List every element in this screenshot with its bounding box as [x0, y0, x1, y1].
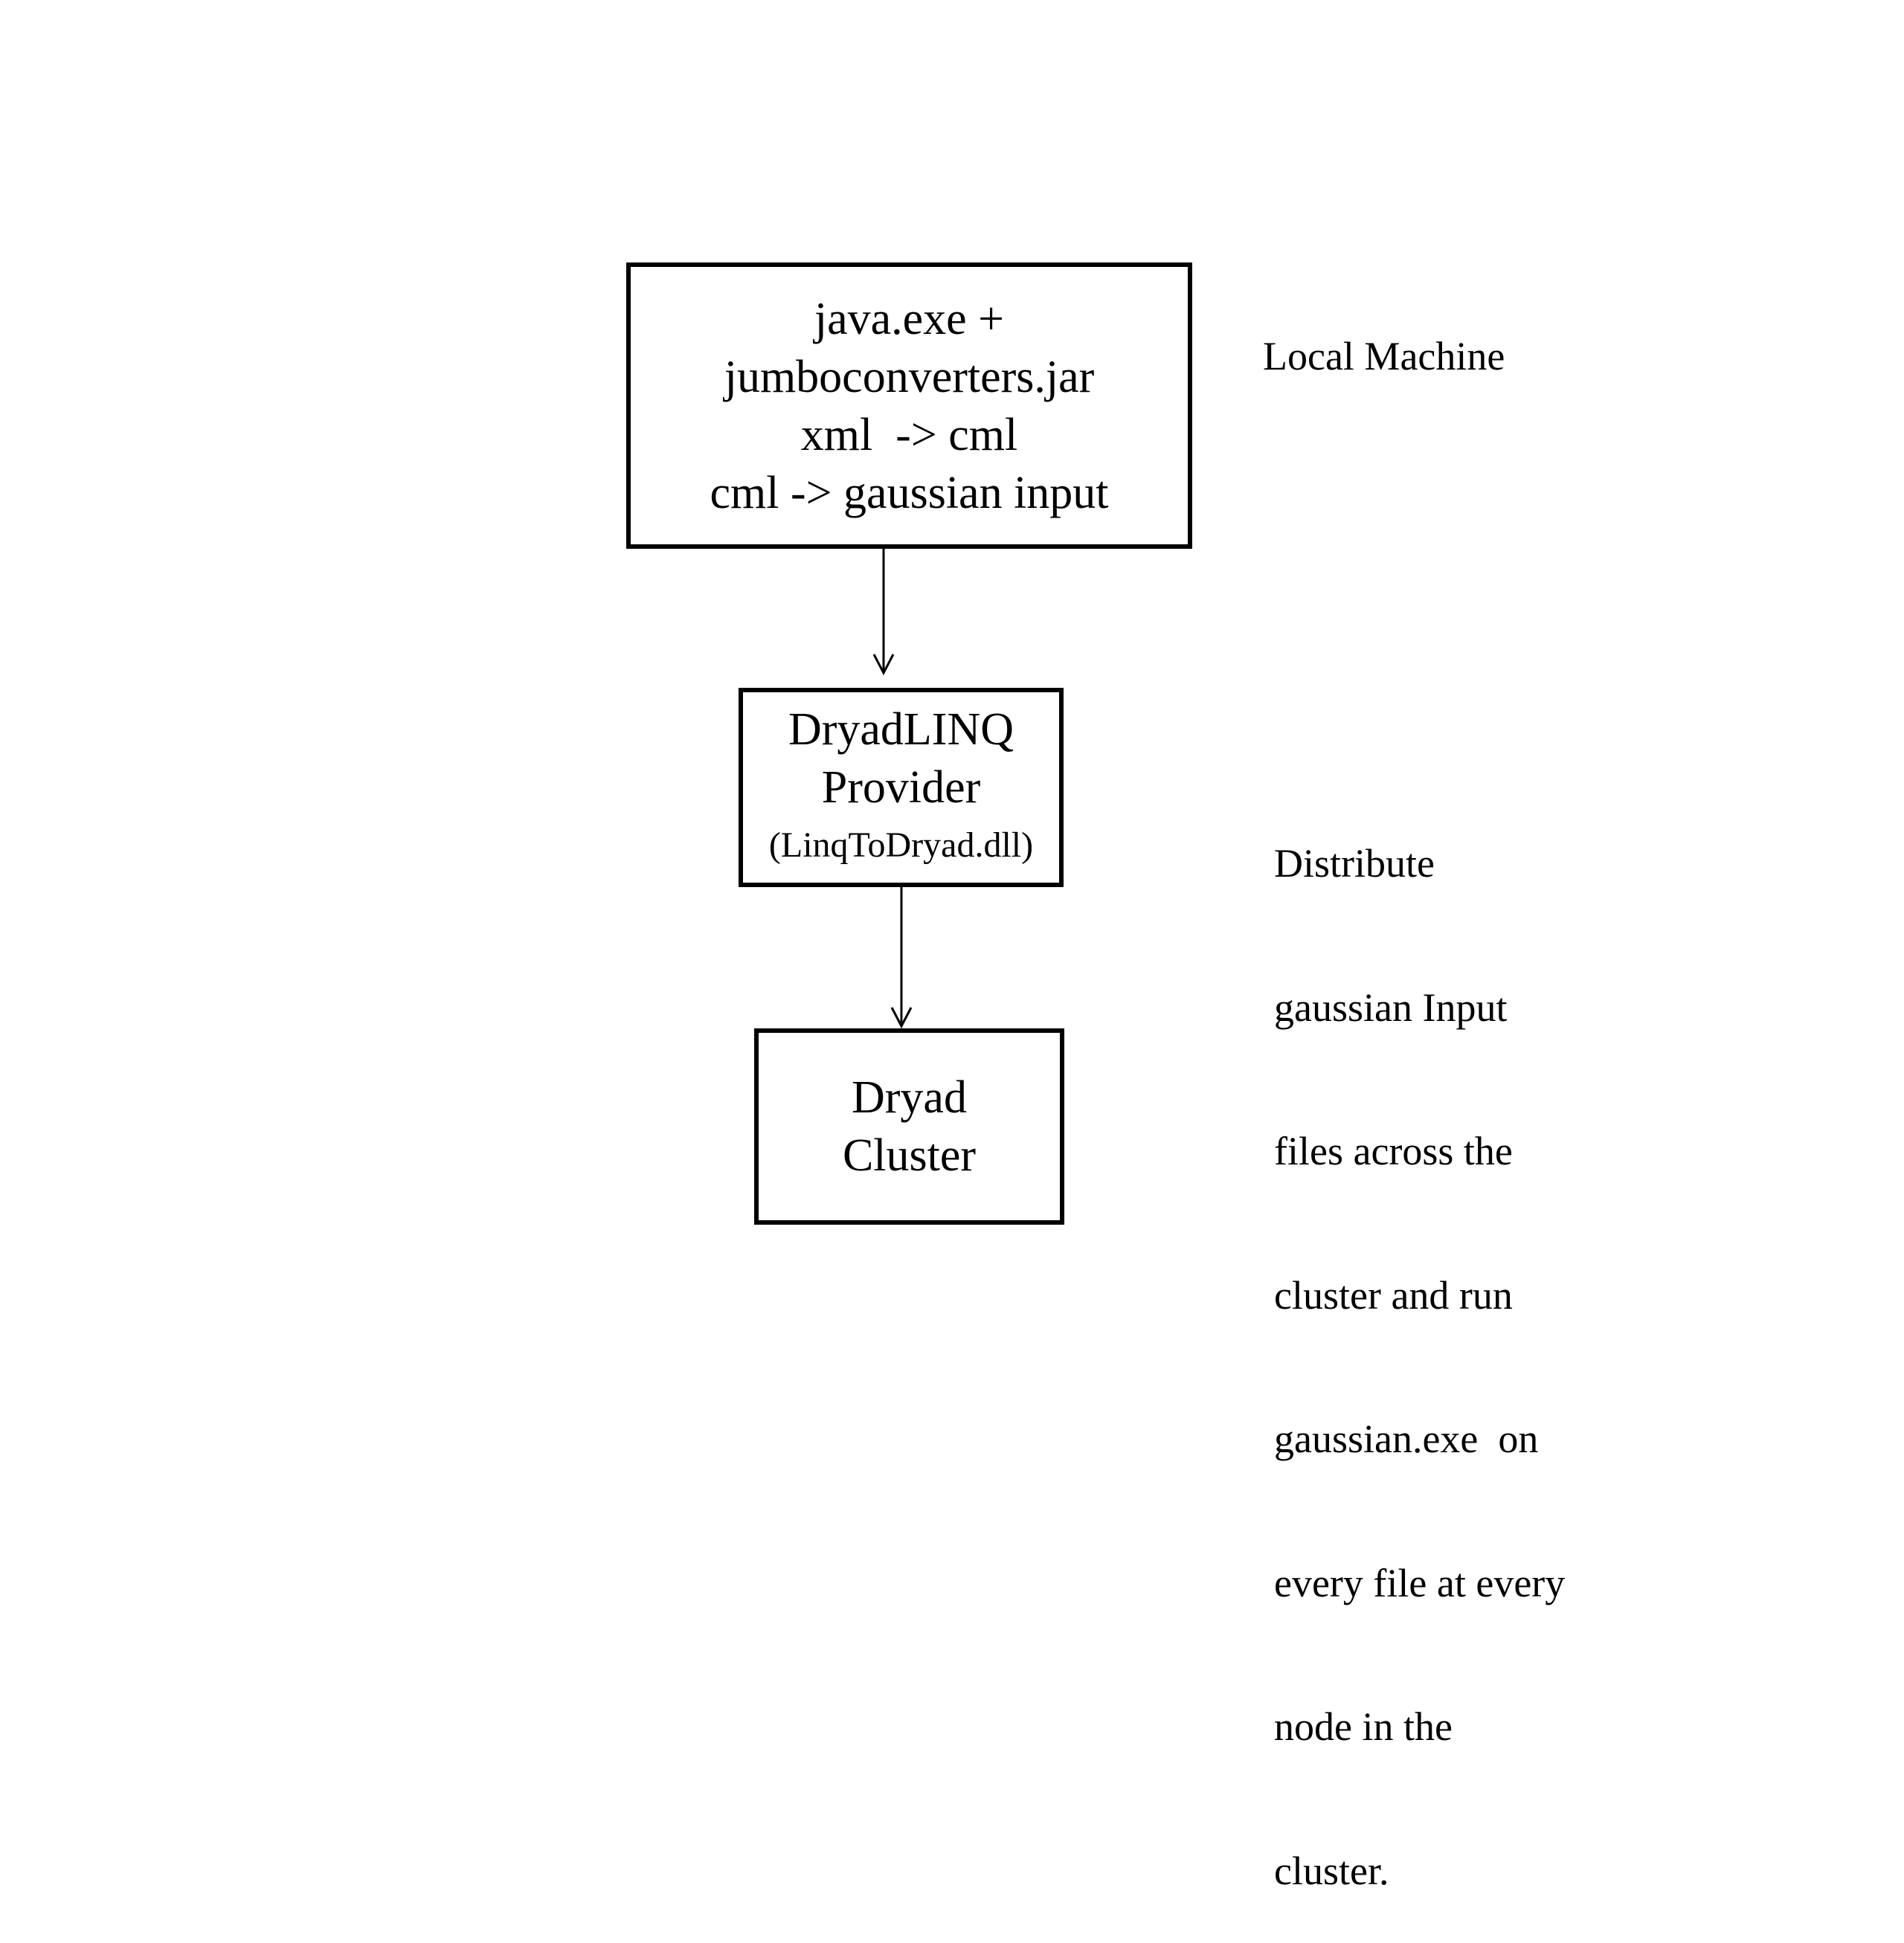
cluster-box: Dryad Cluster: [754, 1028, 1064, 1225]
local-machine-label: Local Machine: [1263, 334, 1505, 378]
distribute-line-4: cluster and run: [1274, 1272, 1513, 1318]
distribute-description: Distribute gaussian Input files across t…: [1274, 746, 1565, 1943]
converter-line-1: java.exe +: [814, 293, 1005, 344]
distribute-line-5: gaussian.exe on: [1274, 1417, 1539, 1461]
converter-line-4: cml -> gaussian input: [710, 467, 1109, 518]
provider-line-1: DryadLINQ: [788, 704, 1014, 755]
distribute-line-2: gaussian Input: [1274, 985, 1508, 1030]
converter-line-3: xml -> cml: [800, 409, 1018, 460]
distribute-line-6: every file at every: [1274, 1560, 1566, 1605]
provider-box: DryadLINQ Provider (LinqToDryad.dll): [739, 688, 1064, 887]
arrowhead-cluster: [890, 1007, 913, 1029]
provider-line-3: (LinqToDryad.dll): [768, 825, 1034, 865]
converter-line-2: jumboconverters.jar: [724, 351, 1095, 402]
converter-box: java.exe + jumboconverters.jar xml -> cm…: [626, 262, 1192, 549]
cluster-line-2: Cluster: [842, 1130, 977, 1181]
distribute-line-7: node in the: [1274, 1704, 1453, 1749]
distribute-line-8: cluster.: [1274, 1848, 1389, 1893]
distribute-line-3: files across the: [1274, 1129, 1513, 1173]
provider-line-2: Provider: [821, 762, 981, 813]
cluster-line-1: Dryad: [852, 1072, 967, 1123]
arrowhead-provider: [872, 654, 895, 676]
distribute-line-1: Distribute: [1274, 841, 1435, 886]
